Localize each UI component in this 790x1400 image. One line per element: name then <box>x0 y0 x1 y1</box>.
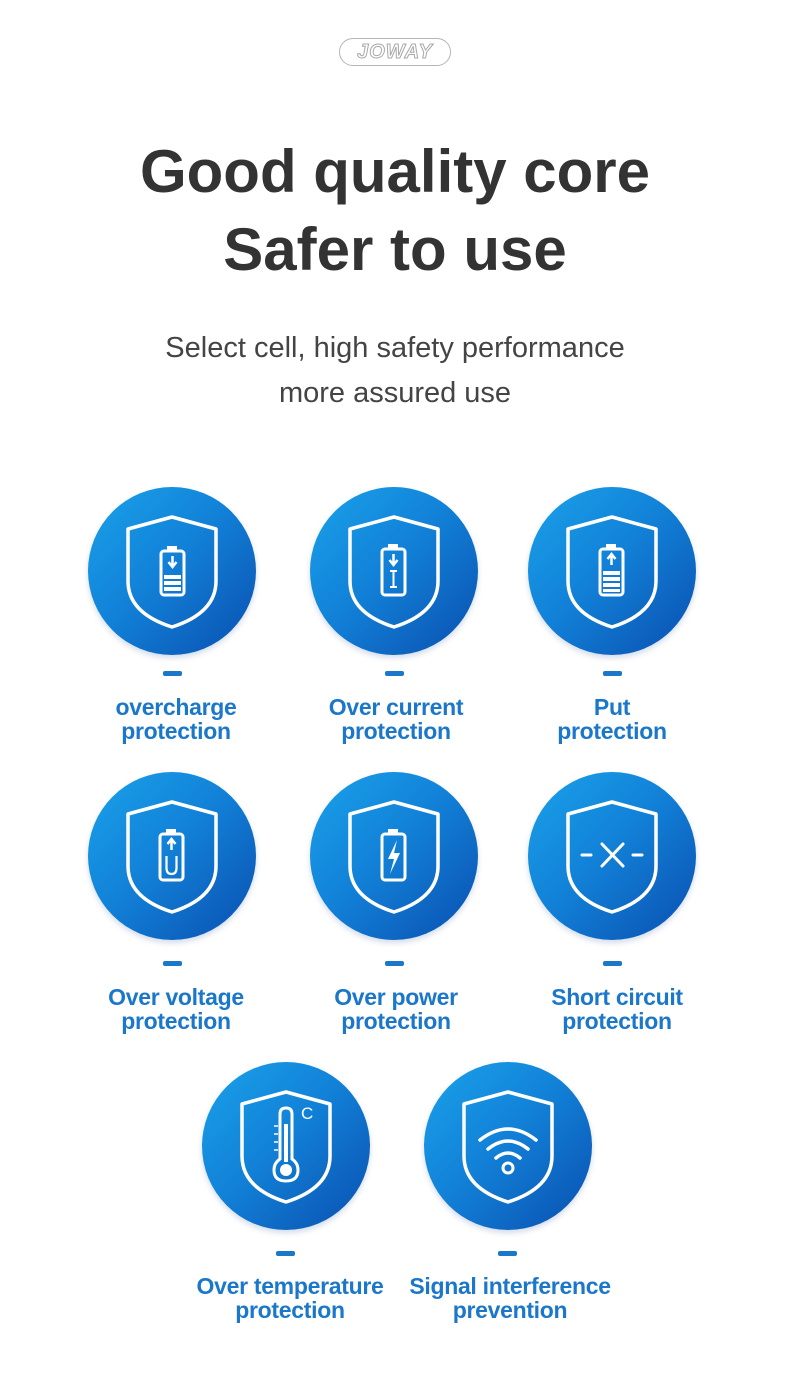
divider-dash <box>603 961 622 966</box>
divider-dash <box>276 1251 295 1256</box>
feature-label-line-1: Put <box>593 694 631 720</box>
feature-label: overcharge protection <box>56 695 296 743</box>
shield-battery-charge-icon <box>88 487 256 655</box>
shield-battery-full-icon <box>528 487 696 655</box>
feature-label-line-2: protection <box>557 718 667 744</box>
shield-thermometer-icon: C <box>202 1062 370 1230</box>
feature-label-line-1: Signal interference <box>409 1273 611 1299</box>
shield-battery-power-icon <box>310 772 478 940</box>
feature-label-line-2: protection <box>235 1297 345 1323</box>
feature-label-line-2: protection <box>121 718 231 744</box>
feature-label-line-2: protection <box>341 718 451 744</box>
shield-short-circuit-icon <box>528 772 696 940</box>
feature-label-line-2: protection <box>341 1008 451 1034</box>
feature-label: Signal interference prevention <box>390 1274 630 1322</box>
page-title-line-1: Good quality core <box>139 138 651 205</box>
feature-label: Put protection <box>492 695 732 743</box>
subtitle-line-2: more assured use <box>278 377 512 409</box>
page-title-line-2: Safer to use <box>223 216 567 283</box>
divider-dash <box>163 961 182 966</box>
feature-label: Over voltage protection <box>56 985 296 1033</box>
divider-dash <box>498 1251 517 1256</box>
feature-label-line-1: Over power <box>334 984 458 1010</box>
feature-label-line-1: Over temperature <box>196 1273 384 1299</box>
feature-label-line-1: Short circuit <box>551 984 683 1010</box>
divider-dash <box>385 671 404 676</box>
feature-label-line-2: prevention <box>452 1297 568 1323</box>
divider-dash <box>603 671 622 676</box>
feature-label: Short circuit protection <box>497 985 737 1033</box>
shield-wifi-icon <box>424 1062 592 1230</box>
feature-label: Over power protection <box>276 985 516 1033</box>
feature-label-line-2: protection <box>562 1008 672 1034</box>
feature-label-line-2: protection <box>121 1008 231 1034</box>
shield-battery-voltage-icon <box>88 772 256 940</box>
shield-battery-current-icon <box>310 487 478 655</box>
feature-label: Over current protection <box>276 695 516 743</box>
brand-logo-text: JOWAY <box>357 40 433 63</box>
feature-label: Over temperature protection <box>170 1274 410 1322</box>
temperature-unit: C <box>301 1104 314 1123</box>
feature-label-line-1: overcharge <box>115 694 237 720</box>
subtitle-line-1: Select cell, high safety performance <box>165 332 625 364</box>
brand-logo: JOWAY <box>339 38 451 66</box>
feature-label-line-1: Over current <box>328 694 464 720</box>
divider-dash <box>163 671 182 676</box>
feature-label-line-1: Over voltage <box>108 984 244 1010</box>
divider-dash <box>385 961 404 966</box>
